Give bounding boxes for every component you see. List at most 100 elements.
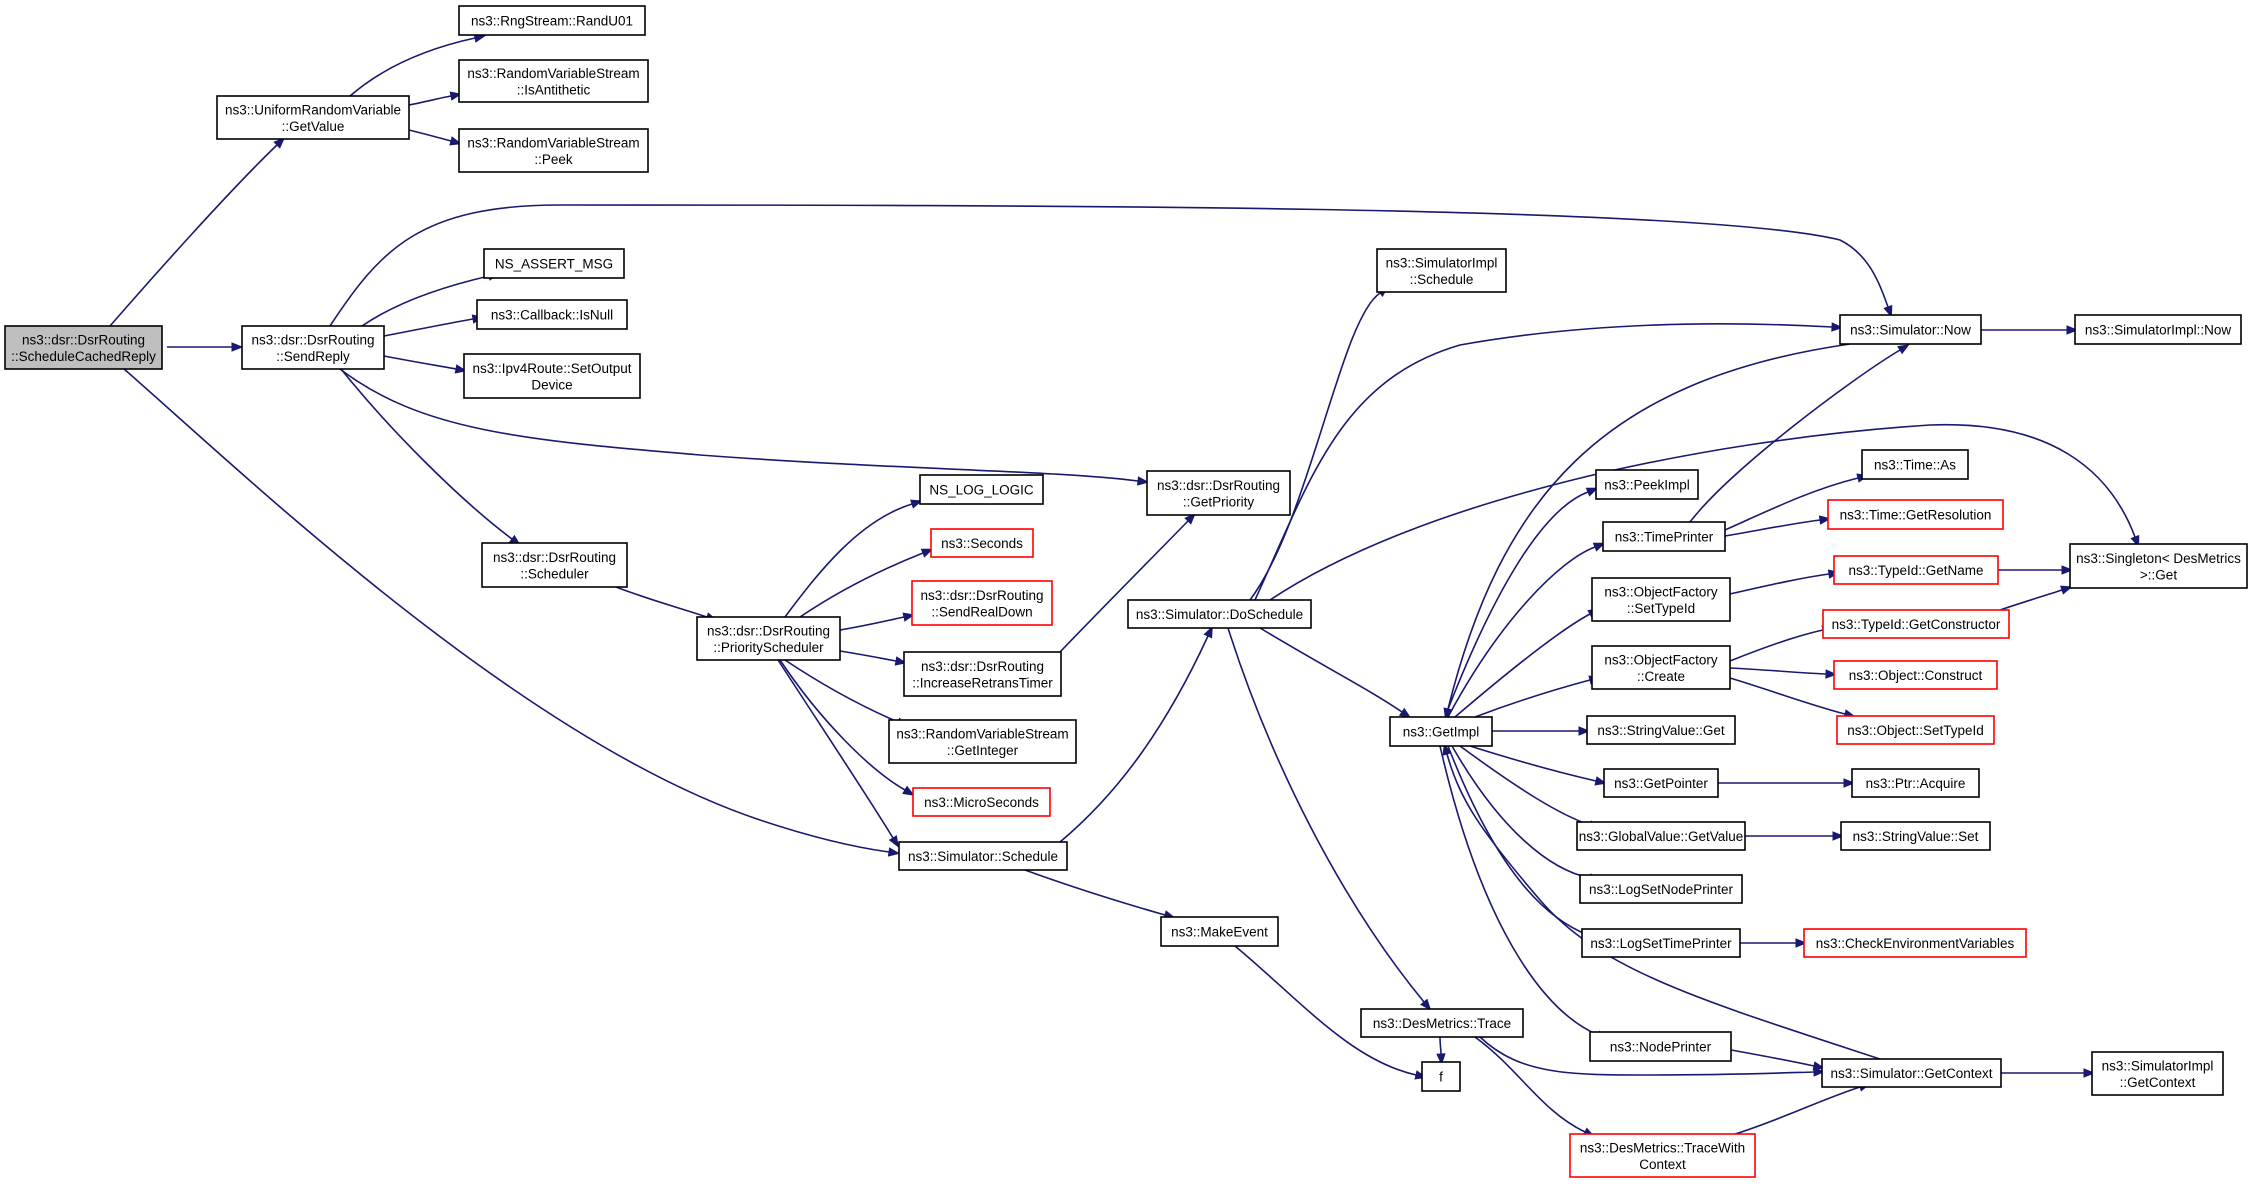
edge-line — [1259, 627, 1403, 713]
node-makeEvent[interactable]: ns3::MakeEvent — [1160, 916, 1279, 947]
node-desTrace[interactable]: ns3::DesMetrics::Trace — [1360, 1008, 1524, 1038]
node-label: ns3::Time::GetResolution — [1840, 508, 1992, 523]
edge-simGetContext-to-implGetContext — [2001, 1068, 2096, 1078]
arrowhead — [902, 612, 916, 622]
node-ofCreate[interactable]: ns3::ObjectFactory::Create — [1591, 645, 1731, 690]
node-peek[interactable]: ns3::RandomVariableStream::Peek — [458, 128, 649, 173]
node-objSetTypeId[interactable]: ns3::Object::SetTypeId — [1836, 715, 1995, 745]
edge-line — [361, 275, 490, 327]
node-simGetContext[interactable]: ns3::Simulator::GetContext — [1821, 1058, 2002, 1088]
edge-root-to-sendReply — [167, 342, 244, 352]
node-stringValueSet[interactable]: ns3::StringValue::Set — [1840, 821, 1991, 851]
node-globalGetValue[interactable]: ns3::GlobalValue::GetValue — [1576, 821, 1746, 851]
node-root[interactable]: ns3::dsr::DsrRouting::ScheduleCachedRepl… — [4, 325, 163, 370]
node-box — [476, 299, 628, 330]
node-label: ::PriorityScheduler — [713, 640, 824, 655]
node-label: ns3::Singleton< DesMetrics — [2076, 551, 2241, 566]
arrowhead — [1203, 625, 1213, 639]
node-box — [463, 353, 641, 399]
node-singletonGet[interactable]: ns3::Singleton< DesMetrics >::Get — [2069, 543, 2248, 589]
node-label: ns3::RandomVariableStream — [896, 726, 1068, 741]
node-implGetContext[interactable]: ns3::SimulatorImpl::GetContext — [2091, 1051, 2224, 1096]
node-randU01[interactable]: ns3::RngStream::RandU01 — [458, 5, 646, 36]
node-box — [1595, 469, 1699, 500]
node-logSetNodePrinter[interactable]: ns3::LogSetNodePrinter — [1579, 874, 1743, 904]
node-box — [930, 528, 1034, 558]
edge-line — [1269, 423, 2136, 601]
node-increaseRetrans[interactable]: ns3::dsr::DsrRouting::IncreaseRetransTim… — [903, 651, 1062, 697]
node-microSeconds[interactable]: ns3::MicroSeconds — [912, 787, 1051, 817]
node-label: ns3::Object::Construct — [1849, 668, 1983, 683]
node-priorityScheduler[interactable]: ns3::dsr::DsrRouting::PriorityScheduler — [696, 616, 841, 661]
node-ptrAcquire[interactable]: ns3::Ptr::Acquire — [1851, 768, 1980, 798]
edge-ofCreate-to-objConstruct — [1729, 667, 1838, 679]
edge-getImpl-to-getPointer — [1469, 745, 1608, 786]
edge-line — [1249, 292, 1381, 601]
node-label: Device — [531, 377, 572, 392]
node-peekImpl[interactable]: ns3::PeekImpl — [1595, 469, 1699, 500]
node-label: ns3::ObjectFactory — [1604, 584, 1718, 599]
node-label: ns3::TypeId::GetConstructor — [1832, 617, 2001, 632]
node-stringValueGet[interactable]: ns3::StringValue::Get — [1586, 715, 1736, 745]
edge-line — [383, 355, 457, 370]
node-isAntithetic[interactable]: ns3::RandomVariableStream::IsAntithetic — [458, 59, 649, 103]
node-timePrinter[interactable]: ns3::TimePrinter — [1602, 521, 1726, 552]
arrowhead — [1883, 304, 1893, 318]
arrowhead — [231, 342, 244, 352]
node-nodePrinter[interactable]: ns3::NodePrinter — [1589, 1031, 1732, 1062]
node-uniformGetValue[interactable]: ns3::UniformRandomVariable::GetValue — [216, 95, 410, 140]
node-nsLogLogic[interactable]: NS_LOG_LOGIC — [919, 474, 1044, 505]
arrowhead — [1420, 998, 1432, 1011]
node-box — [458, 128, 649, 173]
node-label: ns3::Callback::IsNull — [491, 308, 613, 323]
node-seconds[interactable]: ns3::Seconds — [930, 528, 1034, 558]
node-label: ::SetTypeId — [1627, 601, 1695, 616]
node-simNow[interactable]: ns3::Simulator::Now — [1839, 314, 1982, 345]
node-timeAs[interactable]: ns3::Time::As — [1861, 449, 1969, 480]
node-box — [1603, 768, 1719, 798]
node-objConstruct[interactable]: ns3::Object::Construct — [1833, 660, 1998, 690]
node-getPointer[interactable]: ns3::GetPointer — [1603, 768, 1719, 798]
node-box — [458, 59, 649, 103]
edge-line — [1451, 745, 1591, 879]
node-box — [1833, 555, 1999, 585]
node-callbackIsNull[interactable]: ns3::Callback::IsNull — [476, 299, 628, 330]
edge-doSchedule-to-simNow — [1254, 322, 1844, 601]
arrowhead — [902, 785, 915, 796]
node-typeIdGetName[interactable]: ns3::TypeId::GetName — [1833, 555, 1999, 585]
node-getPriority[interactable]: ns3::dsr::DsrRouting::GetPriority — [1146, 470, 1291, 516]
edge-line — [1446, 753, 1881, 1060]
node-implNow[interactable]: ns3::SimulatorImpl::Now — [2074, 314, 2242, 345]
node-getConstructor[interactable]: ns3::TypeId::GetConstructor — [1822, 609, 2010, 639]
arrowhead — [1832, 831, 1845, 841]
node-logSetTimePrinter[interactable]: ns3::LogSetTimePrinter — [1581, 928, 1741, 958]
node-nsAssertMsg[interactable]: NS_ASSERT_MSG — [483, 248, 625, 279]
node-f[interactable]: f — [1421, 1061, 1461, 1092]
edge-line — [1059, 635, 1209, 843]
node-getResolution[interactable]: ns3::Time::GetResolution — [1827, 499, 2004, 530]
arrowhead — [887, 847, 901, 857]
node-label: ns3::SimulatorImpl — [2102, 1058, 2214, 1073]
node-box — [216, 95, 410, 140]
node-doSchedule[interactable]: ns3::Simulator::DoSchedule — [1127, 599, 1312, 629]
edge-line — [1459, 745, 1591, 826]
node-box — [241, 325, 385, 370]
node-getImpl[interactable]: ns3::GetImpl — [1389, 716, 1493, 747]
node-label: ns3::LogSetNodePrinter — [1589, 882, 1734, 897]
node-sendRealDown[interactable]: ns3::dsr::DsrRouting::SendRealDown — [911, 580, 1053, 626]
node-label: ::Create — [1637, 669, 1685, 684]
edge-line — [1439, 745, 1599, 1036]
node-scheduler[interactable]: ns3::dsr::DsrRouting::Scheduler — [481, 542, 628, 588]
node-sendReply[interactable]: ns3::dsr::DsrRouting::SendReply — [241, 325, 385, 370]
arrowhead — [1831, 322, 1844, 332]
edge-line — [1227, 627, 1425, 1003]
node-checkEnv[interactable]: ns3::CheckEnvironmentVariables — [1803, 928, 2027, 958]
node-implSchedule[interactable]: ns3::SimulatorImpl::Schedule — [1376, 248, 1507, 293]
node-ofSetTypeId[interactable]: ns3::ObjectFactory::SetTypeId — [1591, 577, 1731, 622]
node-getInteger[interactable]: ns3::RandomVariableStream::GetInteger — [888, 719, 1077, 764]
node-simSchedule[interactable]: ns3::Simulator::Schedule — [898, 841, 1068, 871]
edge-line — [1234, 945, 1417, 1076]
